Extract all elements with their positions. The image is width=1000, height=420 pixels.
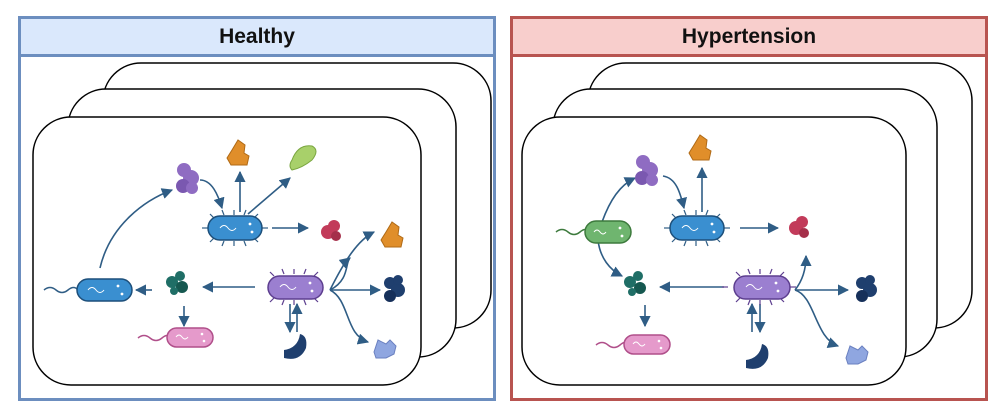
healthy-metabolite-orange bbox=[226, 139, 250, 166]
healthy-bacterium-blue bbox=[202, 209, 268, 247]
hypertension-bacterium-pink bbox=[595, 334, 671, 355]
healthy-metabolite-navy bbox=[384, 275, 405, 302]
healthy-arrows bbox=[99, 170, 382, 345]
hypertension-metabolite-periwinkle bbox=[845, 345, 869, 365]
hypertension-metabolite-navy bbox=[856, 275, 877, 302]
healthy-panel-title: Healthy bbox=[21, 19, 493, 57]
healthy-metabolite-orange-2 bbox=[380, 221, 404, 248]
hypertension-bacterium-blue bbox=[664, 209, 730, 247]
hypertension-bacterium-green bbox=[555, 220, 632, 244]
hypertension-bacterium-purple bbox=[722, 268, 796, 306]
healthy-panel: Healthy bbox=[18, 16, 496, 401]
hypertension-arrows bbox=[597, 166, 850, 348]
hypertension-panel-title: Hypertension bbox=[513, 19, 985, 57]
hypertension-metabolite-purple bbox=[635, 155, 658, 186]
healthy-bacterium-pink bbox=[137, 327, 214, 348]
hypertension-metabolite-orange bbox=[688, 134, 712, 161]
hypertension-metabolite-darkblue bbox=[746, 344, 769, 369]
healthy-metabolite-periwinkle bbox=[373, 339, 397, 359]
healthy-metabolite-teal bbox=[166, 271, 188, 295]
healthy-metabolite-lightgreen bbox=[289, 145, 317, 171]
healthy-card-stack bbox=[32, 62, 492, 386]
hypertension-metabolite-teal bbox=[624, 271, 646, 296]
healthy-bacterium-blue-flagellated bbox=[43, 278, 133, 302]
healthy-metabolite-crimson bbox=[321, 220, 341, 241]
healthy-metabolite-purple bbox=[176, 163, 199, 194]
healthy-bacterium-purple bbox=[267, 268, 324, 306]
hypertension-metabolite-crimson bbox=[789, 216, 809, 238]
hypertension-panel: Hypertension bbox=[510, 16, 988, 401]
healthy-metabolite-darkblue bbox=[284, 334, 307, 359]
